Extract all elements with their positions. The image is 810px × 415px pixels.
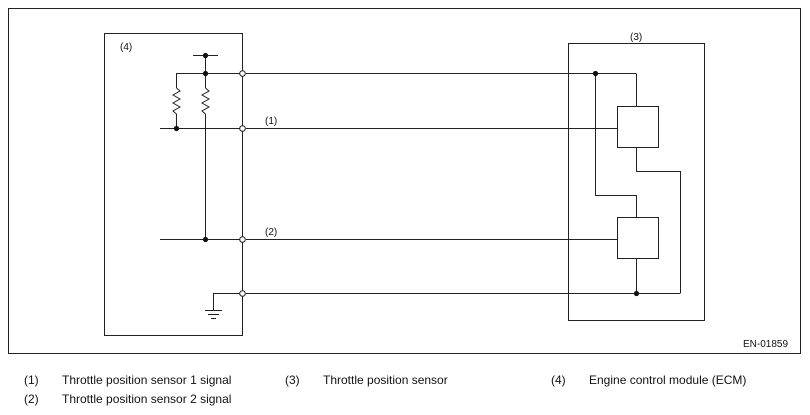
resistor-2 xyxy=(200,73,211,239)
callout-signal-1: (1) xyxy=(265,116,277,127)
callout-signal-2: (2) xyxy=(265,227,277,238)
junction-dot xyxy=(173,125,180,132)
sensor-ground-link xyxy=(636,148,681,294)
legend-number: (3) xyxy=(285,373,300,387)
legend-text: Throttle position sensor 1 signal xyxy=(62,373,232,387)
legend-number: (2) xyxy=(24,392,39,406)
legend-item-3: (3) Throttle position sensor xyxy=(285,373,448,387)
legend-item-4: (4) Engine control module (ECM) xyxy=(551,373,746,387)
junction-dot xyxy=(592,70,599,77)
legend-text: Engine control module (ECM) xyxy=(589,373,747,387)
ground-symbol xyxy=(205,310,222,319)
legend-text: Throttle position sensor 2 signal xyxy=(62,392,232,406)
junction-dot xyxy=(202,70,209,77)
figure-id: EN-01859 xyxy=(743,339,788,350)
legend-item-1: (1) Throttle position sensor 1 signal xyxy=(24,373,231,387)
sensor-element-2 xyxy=(617,217,659,259)
sensor-box xyxy=(568,43,705,321)
junction-dot xyxy=(202,52,209,59)
diagram-frame xyxy=(8,8,801,354)
junction-dot xyxy=(633,290,640,297)
terminal-ground xyxy=(239,290,246,297)
terminal-signal-1 xyxy=(239,125,246,132)
legend-item-2: (2) Throttle position sensor 2 signal xyxy=(24,392,231,406)
sensor-power-branch xyxy=(595,73,637,217)
junction-dot xyxy=(202,236,209,243)
legend-number: (4) xyxy=(551,373,566,387)
terminal-power xyxy=(239,70,246,77)
resistor-1 xyxy=(171,73,182,128)
legend-text: Throttle position sensor xyxy=(323,373,448,387)
sensor-element-1 xyxy=(617,106,659,148)
callout-ecm: (4) xyxy=(120,42,132,53)
terminal-signal-2 xyxy=(239,236,246,243)
callout-sensor: (3) xyxy=(630,32,642,43)
ecm-box xyxy=(104,33,243,336)
legend-number: (1) xyxy=(24,373,39,387)
wiring-diagram: (4) (3) (1) (2) EN-01859 xyxy=(8,8,801,354)
